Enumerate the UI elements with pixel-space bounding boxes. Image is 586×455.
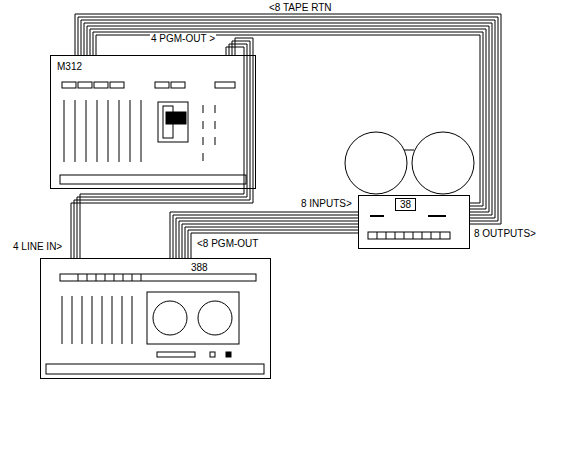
connection-label: 8 OUTPUTS> xyxy=(473,228,537,239)
button-divider xyxy=(123,274,124,281)
cable xyxy=(96,35,480,203)
fader-slot xyxy=(72,296,73,344)
cable-label: <8 TAPE RTN xyxy=(268,2,333,13)
cable xyxy=(87,26,489,212)
key-divider xyxy=(422,232,423,239)
cable xyxy=(170,212,358,258)
cable xyxy=(93,32,483,206)
cable xyxy=(78,17,498,221)
key-divider xyxy=(431,232,432,239)
recorder-mixer-detail xyxy=(46,274,264,374)
cable xyxy=(182,224,358,258)
cable xyxy=(176,218,358,258)
key-divider xyxy=(404,232,405,239)
key-divider xyxy=(377,232,378,239)
cable xyxy=(84,23,492,215)
cable xyxy=(173,215,358,258)
node-label: 38 xyxy=(395,198,416,211)
button-divider xyxy=(87,274,88,281)
fader-slot xyxy=(97,100,98,162)
fader-slot xyxy=(108,100,109,162)
button-divider xyxy=(141,274,142,281)
connection-label: 4 LINE IN> xyxy=(12,241,63,252)
button-divider xyxy=(132,274,133,281)
fader-slot xyxy=(86,100,87,162)
fader-slot xyxy=(130,100,131,162)
button-divider xyxy=(105,274,106,281)
node-label: 388 xyxy=(191,262,208,273)
cable xyxy=(90,29,486,209)
node-label: M312 xyxy=(57,61,82,72)
cable xyxy=(77,44,247,258)
cable-bundle xyxy=(170,212,358,258)
recorder-box: 388 xyxy=(40,258,271,379)
fader-slot xyxy=(102,296,103,344)
fader-slot xyxy=(92,296,93,344)
key-divider xyxy=(395,232,396,239)
cable xyxy=(71,38,253,258)
fader-slot xyxy=(119,100,120,162)
fader-slot xyxy=(62,296,63,344)
fader-slot xyxy=(82,296,83,344)
cable xyxy=(75,14,501,224)
cable xyxy=(188,230,358,258)
key-divider xyxy=(440,232,441,239)
fader-slot xyxy=(132,296,133,344)
fader-slot xyxy=(64,100,65,162)
button-divider xyxy=(96,274,97,281)
fader-slot xyxy=(141,100,142,162)
key-divider xyxy=(386,232,387,239)
fader-slot xyxy=(112,296,113,344)
button-divider xyxy=(114,274,115,281)
button-divider xyxy=(78,274,79,281)
fader-slot xyxy=(122,296,123,344)
cable-label: <8 PGM-OUT xyxy=(196,238,259,249)
tape-deck-detail xyxy=(345,132,474,239)
cable xyxy=(185,227,358,258)
connection-label: 8 INPUTS> xyxy=(300,198,353,209)
cable-bundle xyxy=(71,38,253,258)
cable xyxy=(179,221,358,258)
key-divider xyxy=(413,232,414,239)
cable-label: 4 PGM-OUT > xyxy=(150,33,216,44)
cable xyxy=(191,233,358,258)
tape-deck-box: 38 xyxy=(358,195,470,249)
cable-bundle xyxy=(75,14,501,224)
fader-slot xyxy=(75,100,76,162)
cable xyxy=(74,41,250,258)
mixer-box: M312 xyxy=(50,55,256,189)
mixer-detail xyxy=(60,82,246,184)
cable xyxy=(80,47,244,258)
